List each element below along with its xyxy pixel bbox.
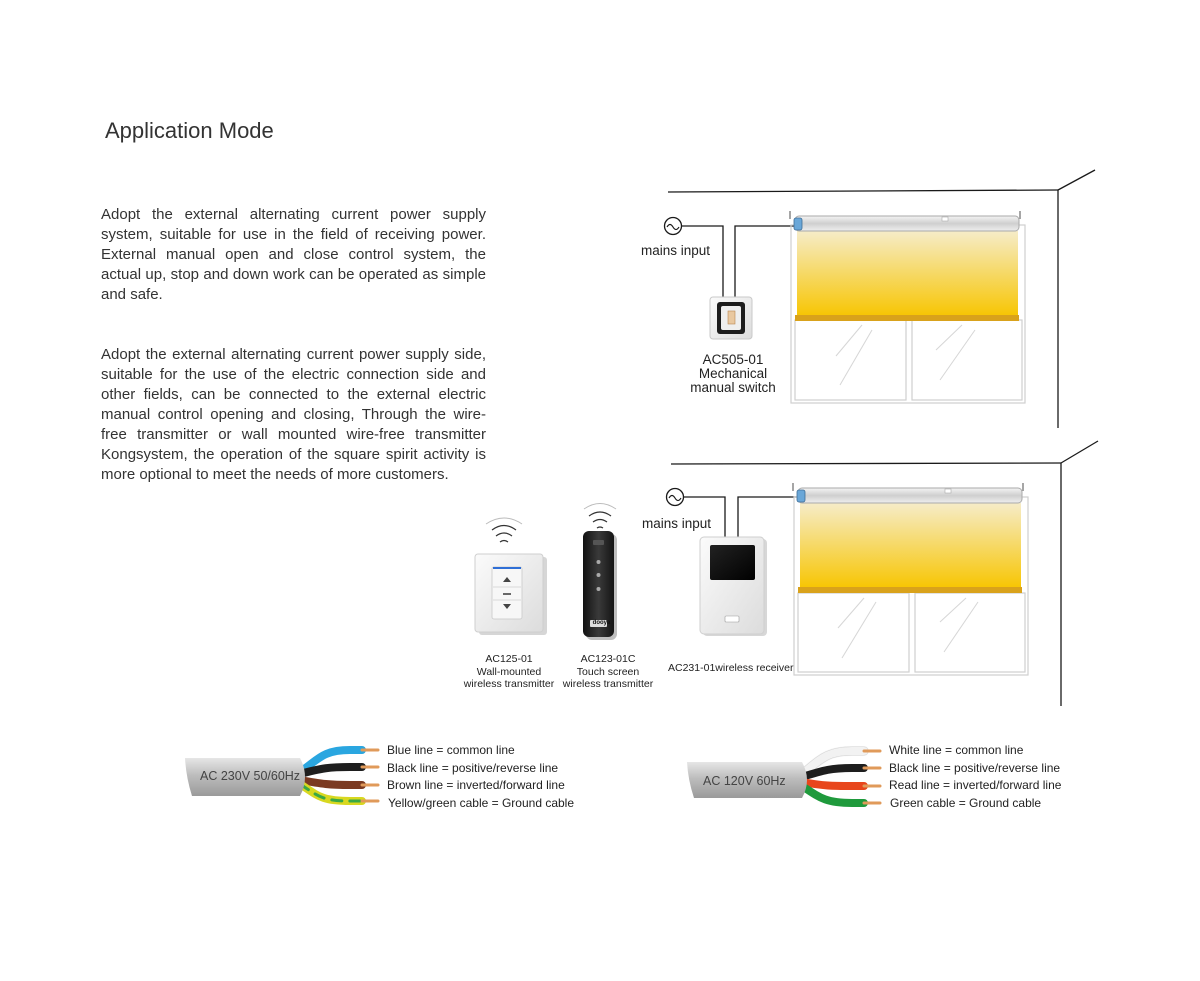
- window-glare-2: [837, 597, 979, 659]
- wireless-receiver-device: [699, 536, 767, 636]
- handheld-remote-device: [583, 503, 617, 640]
- cable-120-wire-4: Green cable = Ground cable: [890, 796, 1042, 810]
- roller-tube-2: [792, 483, 1024, 504]
- remote-desc: wireless transmitter: [562, 678, 654, 690]
- switch-type: Mechanical: [698, 366, 768, 381]
- window-glare-1: [835, 324, 976, 386]
- room-walls-2: [670, 440, 1099, 706]
- switch-model: AC505-01: [702, 352, 764, 367]
- wall-transmitter-device: [474, 517, 547, 635]
- intro-paragraph-1: Adopt the external alternating current p…: [101, 206, 486, 303]
- switch-desc: manual switch: [690, 380, 776, 395]
- cable-120-wire-1: White line = common line: [889, 743, 1024, 757]
- remote-model: AC123-01C: [580, 653, 636, 665]
- blind-1: [795, 231, 1019, 321]
- remote-type: Touch screen: [576, 665, 640, 678]
- cable-120-wires: [798, 747, 868, 807]
- cable-230-label: AC 230V 50/60Hz: [200, 769, 301, 783]
- intro-paragraph-2: Adopt the external alternating current p…: [101, 346, 486, 483]
- manual-switch-device: [709, 296, 753, 340]
- switch-label: AC505-01 Mechanical manual switch: [683, 353, 783, 395]
- cable-230-wire-2: Black line = positive/reverse line: [387, 761, 559, 775]
- mains-input-symbol-1: [663, 216, 683, 236]
- page-title: Application Mode: [105, 118, 274, 143]
- cable-230-wire-4: Yellow/green cable = Ground cable: [388, 796, 575, 810]
- roller-tube-1: [789, 211, 1021, 232]
- cable-120-label: AC 120V 60Hz: [703, 774, 786, 788]
- cable-120-wire-2: Black line = positive/reverse line: [889, 761, 1061, 775]
- remote-label: AC123-01C Touch screen wireless transmit…: [558, 653, 658, 691]
- room-walls-1: [667, 169, 1096, 428]
- mains-input-label-2: mains input: [642, 516, 712, 531]
- ground-wire-stripe: [298, 782, 364, 803]
- cable-230-wire-3: Brown line = inverted/forward line: [387, 778, 565, 792]
- wall-transmitter-label: AC125-01 Wall-mounted wireless transmitt…: [459, 653, 559, 691]
- mains-input-label-1: mains input: [641, 243, 711, 258]
- mains-input-symbol-2: [665, 487, 685, 507]
- cable-230-sheath: [185, 758, 305, 796]
- wiring-1: [681, 225, 798, 298]
- cable-230-wire-1: Blue line = common line: [387, 743, 515, 757]
- wall-tx-desc: wireless transmitter: [463, 678, 555, 690]
- cable-120-sheath: [687, 762, 807, 798]
- wall-tx-model: AC125-01: [485, 653, 533, 665]
- cable-120-wire-3: Read line = inverted/forward line: [889, 778, 1062, 792]
- blind-2: [798, 503, 1022, 593]
- cable-230-copper-tips: [360, 748, 380, 803]
- receiver-label: AC231-01wireless receiver: [668, 662, 794, 674]
- remote-brand: dooya: [592, 620, 611, 626]
- wiring-2: [683, 496, 801, 540]
- wall-tx-type: Wall-mounted: [476, 665, 542, 678]
- cable-120-copper-tips: [862, 749, 882, 805]
- cable-230-wires: [296, 746, 366, 805]
